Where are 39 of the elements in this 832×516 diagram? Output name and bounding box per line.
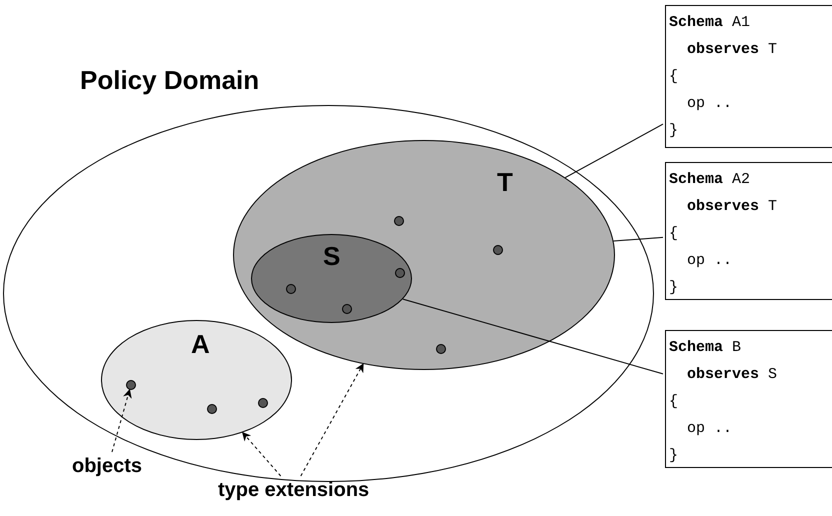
leader-line bbox=[613, 236, 664, 242]
object-dot bbox=[126, 380, 136, 390]
object-dot bbox=[394, 216, 404, 226]
set-label: T bbox=[497, 167, 513, 197]
object-dot bbox=[342, 304, 352, 314]
code-box bbox=[665, 330, 832, 468]
object-dot bbox=[207, 404, 217, 414]
code-line: Schema A1 bbox=[669, 13, 750, 33]
code-box bbox=[665, 162, 832, 300]
object-dot bbox=[493, 245, 503, 255]
code-line: op .. bbox=[686, 94, 732, 114]
code-line: op .. bbox=[686, 419, 732, 439]
code-line: { bbox=[669, 392, 678, 412]
object-dot bbox=[436, 344, 446, 354]
dashed-arrow bbox=[242, 432, 282, 476]
leader-line bbox=[402, 298, 664, 374]
code-line: { bbox=[669, 67, 678, 87]
code-line: } bbox=[669, 121, 678, 141]
object-dot bbox=[286, 284, 296, 294]
code-line: observes T bbox=[686, 197, 778, 217]
annotation-text: type extensions bbox=[218, 478, 368, 502]
code-line: observes S bbox=[686, 365, 778, 385]
set-label: A bbox=[191, 329, 210, 359]
code-line: { bbox=[669, 224, 678, 244]
leader-line bbox=[564, 124, 664, 178]
code-box bbox=[665, 5, 832, 148]
code-line: Schema B bbox=[669, 338, 742, 358]
domain-title: Policy Domain bbox=[80, 65, 260, 95]
object-dot bbox=[395, 268, 405, 278]
object-dot bbox=[258, 398, 268, 408]
code-line: } bbox=[669, 446, 678, 466]
code-line: op .. bbox=[686, 251, 732, 271]
annotation-text: objects bbox=[72, 454, 144, 478]
code-line: } bbox=[669, 278, 678, 298]
dashed-arrow bbox=[300, 363, 364, 476]
set-label: S bbox=[323, 241, 340, 271]
dashed-arrow bbox=[112, 388, 132, 452]
code-line: observes T bbox=[686, 40, 778, 60]
code-line: Schema A2 bbox=[669, 170, 750, 190]
